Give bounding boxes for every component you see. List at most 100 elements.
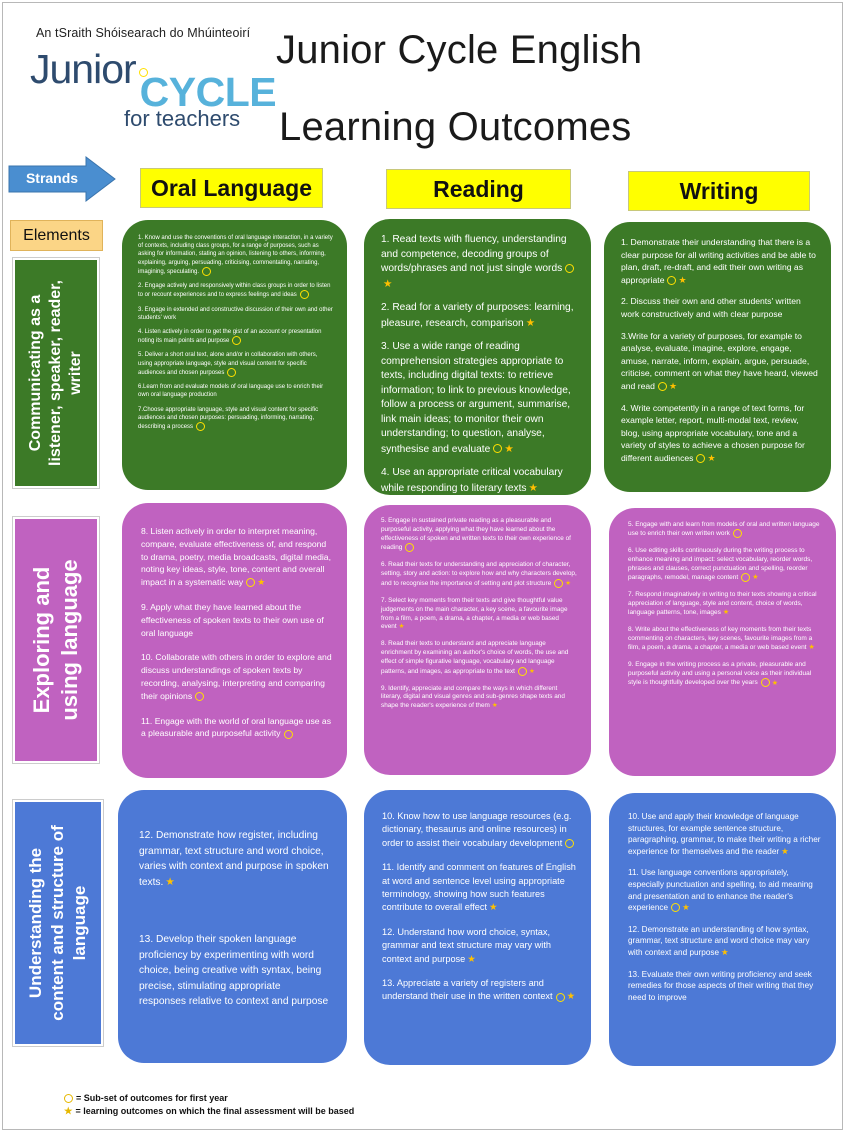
- legend-circle-text: = Sub-set of outcomes for first year: [76, 1093, 228, 1103]
- legend-circle-row: = Sub-set of outcomes for first year: [64, 1093, 228, 1104]
- outcome-text: 10. Know how to use language resources (…: [382, 811, 572, 848]
- first-year-circle-icon: [657, 382, 667, 392]
- first-year-circle-icon: [760, 678, 770, 688]
- outcome-text: 1. Read texts with fluency, understandin…: [381, 234, 567, 274]
- outcome-text: 9. Identify, appreciate and compare the …: [381, 684, 565, 710]
- outcome-text: 1. Demonstrate their understanding that …: [621, 237, 816, 285]
- outcome-item: 1. Read texts with fluency, understandin…: [381, 233, 579, 292]
- outcome-item: 12. Demonstrate how register, including …: [139, 828, 329, 890]
- final-assessment-star-icon: ★: [257, 577, 266, 588]
- outcome-item: 9. Apply what they have learned about th…: [141, 601, 333, 639]
- final-assessment-star-icon: ★: [165, 875, 175, 888]
- outcome-item: 1. Know and use the conventions of oral …: [138, 234, 333, 276]
- outcome-item: 2. Read for a variety of purposes: learn…: [381, 301, 579, 331]
- outcome-text: 10. Use and apply their knowledge of lan…: [628, 812, 821, 856]
- outcome-text: 3.Write for a variety of purposes, for e…: [621, 330, 818, 391]
- outcome-text: 6. Read their texts for understanding an…: [381, 561, 577, 588]
- final-assessment-star-icon: ★: [707, 452, 716, 463]
- first-year-circle-icon: [554, 578, 564, 588]
- outcome-item: 7.Choose appropriate language, style and…: [138, 406, 333, 432]
- outcome-item: 13. Evaluate their own writing proficien…: [628, 969, 824, 1004]
- outcome-item: 11. Identify and comment on features of …: [382, 861, 577, 915]
- outcome-text: 7.Choose appropriate language, style and…: [138, 406, 319, 431]
- final-assessment-star-icon: ★: [566, 991, 576, 1003]
- outcome-text: 7. Respond imaginatively in writing to t…: [628, 591, 817, 617]
- first-year-circle-icon: [405, 543, 415, 553]
- row-label-communicating-line1: Communicating as a: [27, 294, 44, 452]
- column-header-reading: Reading: [386, 169, 571, 209]
- page-title-line1: Junior Cycle English: [276, 28, 643, 72]
- outcome-item: 1. Demonstrate their understanding that …: [621, 236, 819, 286]
- outcome-item: 8. Listen actively in order to interpret…: [141, 525, 333, 589]
- final-assessment-star-icon: ★: [467, 953, 476, 965]
- logo-wordmark: JuniorCYCLE: [30, 46, 277, 115]
- legend-star-row: ★= learning outcomes on which the final …: [64, 1106, 354, 1117]
- outcomes-box-exploring-reading: 5. Engage in sustained private reading a…: [364, 505, 591, 775]
- outcome-text: 12. Demonstrate an understanding of how …: [628, 924, 810, 957]
- first-year-circle-icon: [741, 573, 751, 583]
- first-year-circle-icon: [517, 666, 527, 676]
- outcomes-box-communicating-reading: 1. Read texts with fluency, understandin…: [364, 219, 591, 495]
- row-label-understanding-line1: Understanding the: [26, 847, 45, 999]
- outcomes-box-communicating-oral: 1. Know and use the conventions of oral …: [122, 220, 347, 490]
- outcomes-box-communicating-writing: 1. Demonstrate their understanding that …: [604, 222, 831, 492]
- final-assessment-star-icon: ★: [528, 667, 535, 675]
- outcomes-box-understanding-reading: 10. Know how to use language resources (…: [364, 790, 591, 1065]
- outcome-text: 13. Evaluate their own writing proficien…: [628, 969, 814, 1002]
- final-assessment-star-icon: ★: [565, 580, 572, 588]
- first-year-circle-icon: [696, 454, 706, 464]
- row-label-communicating: Communicating as a listener, speaker, re…: [12, 257, 100, 489]
- strands-label: Strands: [25, 170, 79, 186]
- outcome-item: 5. Engage in sustained private reading a…: [381, 517, 579, 553]
- outcomes-box-exploring-writing: 5. Engage with and learn from models of …: [609, 508, 836, 776]
- outcomes-box-understanding-writing: 10. Use and apply their knowledge of lan…: [609, 793, 836, 1066]
- outcome-text: 5. Engage in sustained private reading a…: [381, 517, 571, 552]
- outcome-item: 10. Use and apply their knowledge of lan…: [628, 811, 824, 857]
- final-assessment-star-icon: ★: [491, 702, 498, 710]
- first-year-circle-icon: [565, 838, 575, 848]
- outcome-text: 4. Use an appropriate critical vocabular…: [381, 467, 563, 494]
- logo-cycle: CYCLE: [138, 67, 277, 115]
- outcome-item: 6.Learn from and evaluate models of oral…: [138, 383, 333, 399]
- first-year-circle-icon: [232, 336, 242, 346]
- outcome-item: 8. Write about the effectiveness of key …: [628, 625, 824, 652]
- outcome-item: 13. Develop their spoken language profic…: [139, 932, 329, 1010]
- legend-star-text: = learning outcomes on which the final a…: [75, 1106, 355, 1116]
- outcome-item: 6. Read their texts for understanding an…: [381, 561, 579, 589]
- logo-for-teachers: for teachers: [124, 106, 241, 131]
- outcome-text: 5. Engage with and learn from models of …: [628, 521, 820, 538]
- outcome-item: 10. Know how to use language resources (…: [382, 810, 577, 850]
- outcome-text: 11. Use language conventions appropriate…: [628, 868, 813, 913]
- outcome-item: 5. Deliver a short oral text, alone and/…: [138, 351, 333, 377]
- circle-marker-icon: [64, 1094, 73, 1104]
- outcome-item: 13. Appreciate a variety of registers an…: [382, 977, 577, 1004]
- final-assessment-star-icon: ★: [528, 481, 539, 494]
- final-assessment-star-icon: ★: [752, 574, 759, 582]
- outcome-text: 4. Write competently in a range of text …: [621, 402, 805, 463]
- outcome-text: 5. Deliver a short oral text, alone and/…: [138, 352, 318, 376]
- outcome-text: 11. Identify and comment on features of …: [382, 862, 576, 913]
- elements-label: Elements: [10, 220, 103, 251]
- outcome-item: 9. Engage in the writing process as a pr…: [628, 660, 824, 688]
- outcome-text: 12. Demonstrate how register, including …: [139, 830, 329, 888]
- first-year-circle-icon: [299, 290, 309, 300]
- outcome-text: 12. Understand how word choice, syntax, …: [382, 926, 551, 964]
- first-year-circle-icon: [671, 903, 681, 913]
- outcome-item: 7. Select key moments from their texts a…: [381, 597, 579, 632]
- outcome-text: 9. Apply what they have learned about th…: [141, 601, 324, 638]
- first-year-circle-icon: [196, 421, 206, 431]
- final-assessment-star-icon: ★: [398, 623, 405, 631]
- star-marker-icon: ★: [64, 1106, 73, 1117]
- final-assessment-star-icon: ★: [771, 679, 778, 687]
- outcome-text: 1. Know and use the conventions of oral …: [138, 235, 333, 275]
- outcome-item: 4. Use an appropriate critical vocabular…: [381, 466, 579, 496]
- outcome-text: 10. Collaborate with others in order to …: [141, 652, 332, 701]
- outcome-item: 2. Engage actively and responsively with…: [138, 282, 333, 300]
- outcome-text: 6. Use editing skills continuously durin…: [628, 547, 813, 582]
- row-label-communicating-line2: listener, speaker, reader,: [47, 280, 64, 466]
- first-year-circle-icon: [283, 729, 293, 739]
- outcome-item: 3. Engage in extended and constructive d…: [138, 306, 333, 322]
- final-assessment-star-icon: ★: [489, 902, 498, 914]
- final-assessment-star-icon: ★: [504, 442, 514, 455]
